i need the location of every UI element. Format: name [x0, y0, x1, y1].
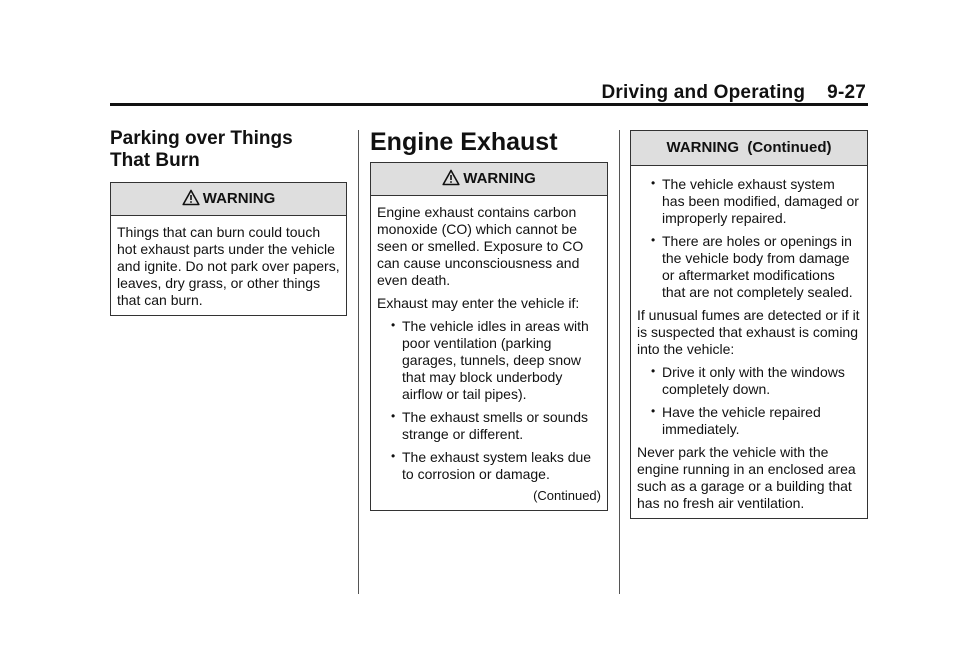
warning-lead: Exhaust may enter the vehicle if: — [377, 295, 580, 311]
list-item: There are holes or openings in the vehic… — [637, 232, 861, 301]
column-parking: Parking over Things That Burn WARNING Th… — [110, 128, 347, 316]
warning-box-parking: WARNING Things that can burn could touch… — [110, 182, 347, 316]
list-item: The exhaust system leaks due to corrosio… — [377, 448, 601, 483]
heading-line-2: That Burn — [110, 150, 200, 171]
header-rule — [110, 103, 868, 106]
warning-body: Things that can burn could touch hot exh… — [111, 216, 346, 315]
warning-header: WARNING — [371, 163, 607, 196]
page-number: 9-27 — [827, 82, 866, 103]
bullet-list: Drive it only with the windows completel… — [637, 363, 861, 438]
warning-title: WARNING (Continued) — [666, 139, 832, 156]
heading-line-1: Parking over Things — [110, 128, 293, 149]
list-item: Have the vehicle repaired immediately. — [637, 403, 861, 438]
warning-mid-text: If unusual fumes are detected or if it i… — [637, 307, 860, 357]
warning-body: Engine exhaust contains carbon monoxide … — [371, 196, 607, 510]
continued-label: (Continued) — [533, 488, 601, 503]
warning-header: WARNING (Continued) — [631, 131, 867, 166]
page-header: Driving and Operating 9-27 — [601, 82, 866, 104]
section-heading-engine-exhaust: Engine Exhaust — [370, 128, 558, 156]
list-item: The vehicle idles in areas with poor ven… — [377, 317, 601, 403]
list-item: The vehicle exhaust system has been modi… — [637, 175, 861, 227]
warning-triangle-icon — [442, 169, 460, 186]
list-item: The exhaust smells or sounds strange or … — [377, 408, 601, 443]
warning-title: WARNING — [463, 170, 536, 187]
list-item: Drive it only with the windows completel… — [637, 363, 861, 398]
warning-body: The vehicle exhaust system has been modi… — [631, 166, 867, 518]
warning-box-continued: WARNING (Continued) The vehicle exhaust … — [630, 130, 868, 519]
warning-intro: Engine exhaust contains carbon monoxide … — [377, 204, 584, 288]
column-warning-continued: WARNING (Continued) The vehicle exhaust … — [630, 130, 868, 519]
warning-box-exhaust: WARNING Engine exhaust contains carbon m… — [370, 162, 608, 511]
column-divider-1 — [358, 130, 359, 594]
warning-header: WARNING — [111, 183, 346, 216]
bullet-list: The vehicle idles in areas with poor ven… — [377, 317, 601, 483]
column-divider-2 — [619, 130, 620, 594]
warning-triangle-icon — [182, 189, 200, 206]
bullet-list: The vehicle exhaust system has been modi… — [637, 175, 861, 301]
column-engine-exhaust: Engine Exhaust WARNING Engine exhaust co… — [370, 128, 608, 511]
warning-title: WARNING — [202, 190, 276, 207]
warning-text: Things that can burn could touch hot exh… — [117, 224, 340, 308]
warning-closing-text: Never park the vehicle with the engine r… — [637, 444, 856, 511]
section-title: Driving and Operating — [601, 82, 806, 103]
section-heading-parking: Parking over Things That Burn — [110, 128, 347, 172]
